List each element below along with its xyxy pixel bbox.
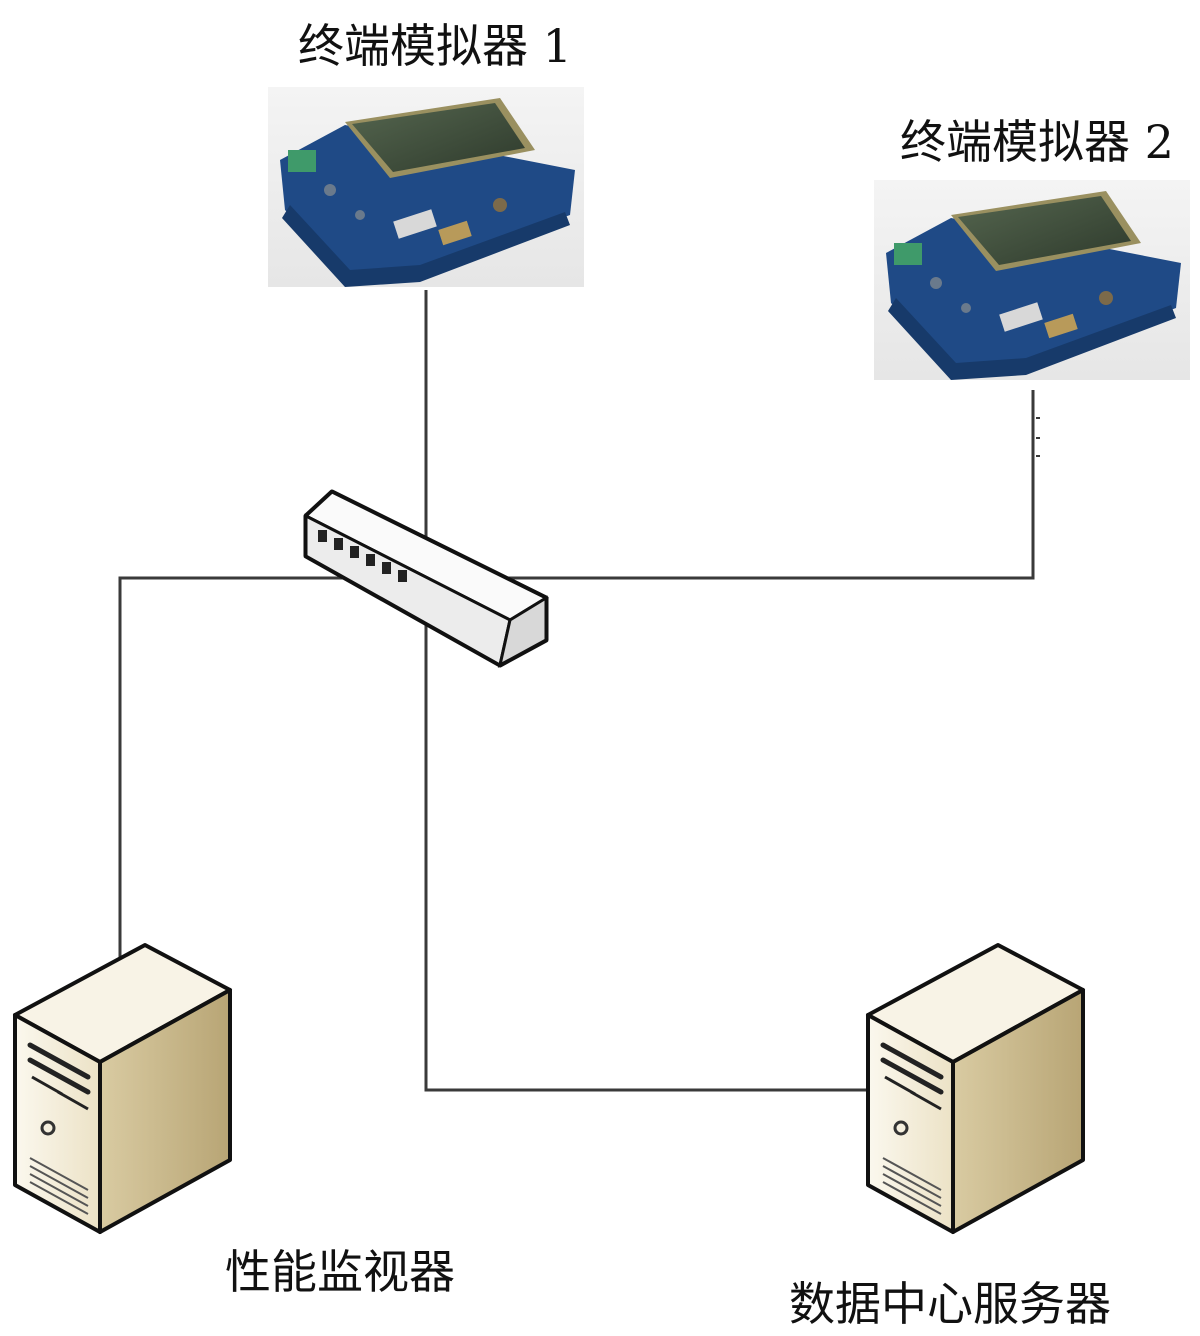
monitor-label: 性能监视器 xyxy=(225,1245,455,1299)
connection-lines xyxy=(118,290,1040,1092)
link-terminal-1-to-data-server xyxy=(424,290,975,1092)
link-monitor-to-terminal-2 xyxy=(118,390,1035,1090)
monitor-server-icon xyxy=(13,943,232,1234)
data-server-label: 数据中心服务器 xyxy=(789,1277,1111,1331)
terminal-2-board-icon xyxy=(874,180,1190,380)
terminal-1-board-icon xyxy=(268,87,584,287)
terminal-2-label: 终端模拟器 2 xyxy=(900,115,1174,169)
data-server-icon xyxy=(866,943,1085,1234)
network-switch-icon xyxy=(303,489,550,668)
terminal-1-label: 终端模拟器 1 xyxy=(298,19,572,73)
